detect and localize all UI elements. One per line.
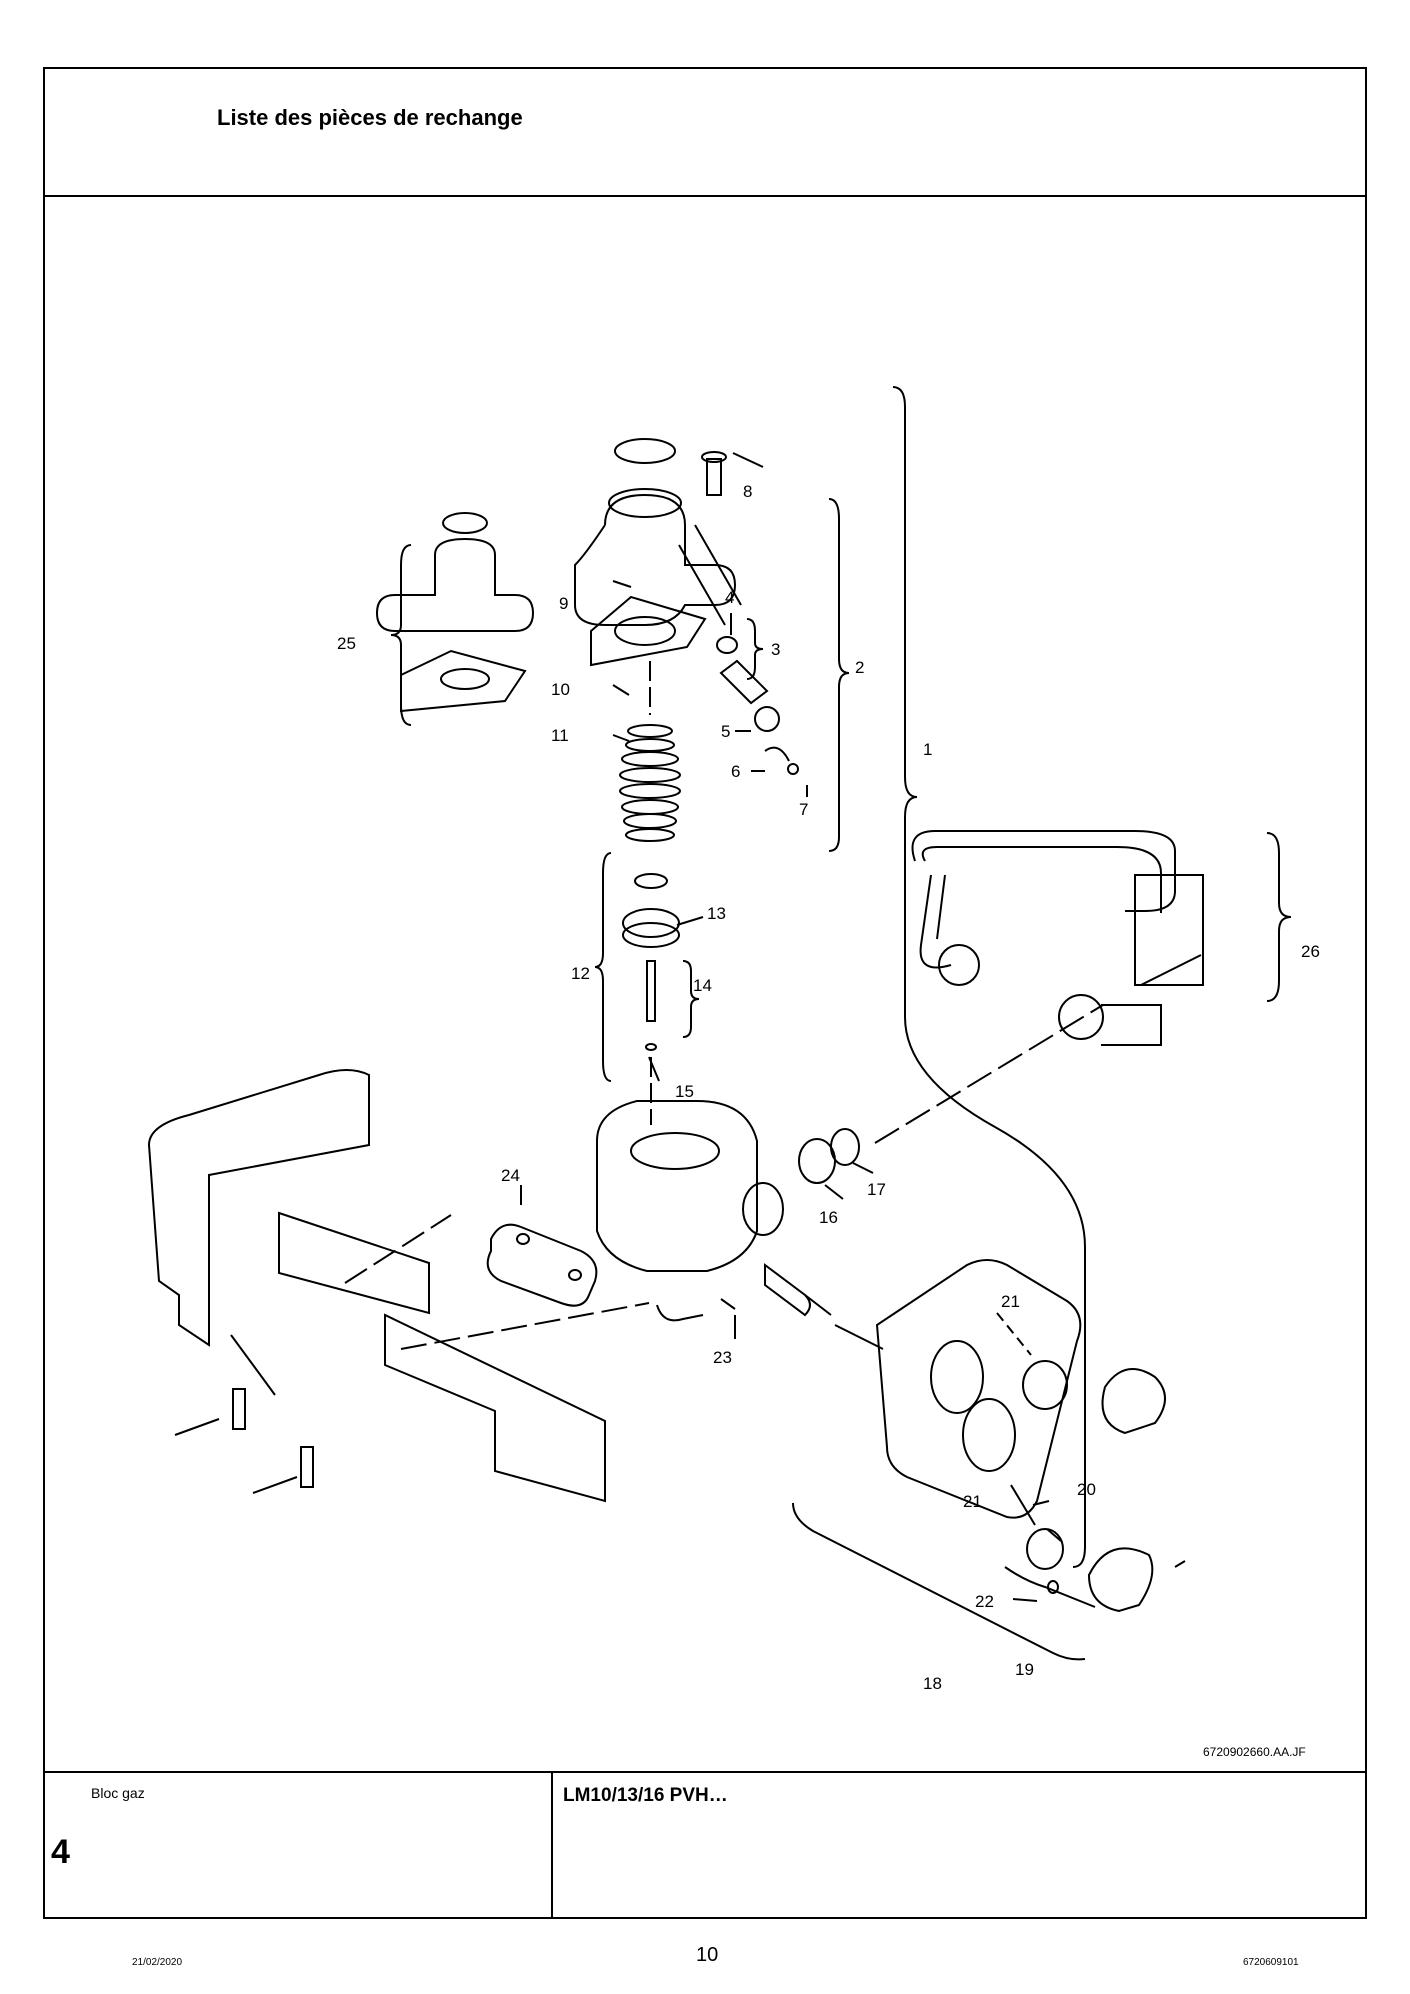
callout-4: 4 (725, 588, 734, 607)
drawing-reference: 6720902660.AA.JF (1203, 1745, 1306, 1759)
callout-9: 9 (559, 594, 568, 613)
callout-10: 10 (551, 680, 570, 699)
callout-24: 24 (501, 1166, 520, 1185)
print-date: 21/02/2020 (132, 1957, 183, 1968)
model-name: LM10/13/16 PVH… (563, 1785, 728, 1806)
page-frame: Liste des pièces de rechange (43, 67, 1367, 1919)
callout-18: 18 (923, 1674, 942, 1693)
callout-15: 15 (675, 1082, 694, 1101)
callout-12: 12 (571, 964, 590, 983)
callout-20: 20 (1077, 1480, 1096, 1499)
callout-labels: 1 2 3 4 5 6 7 8 9 10 11 12 13 14 15 16 1… (337, 482, 1320, 1693)
callout-6: 6 (731, 762, 740, 781)
section-number: 4 (51, 1833, 70, 1871)
callout-26: 26 (1301, 942, 1320, 961)
callout-21b: 21 (963, 1492, 982, 1511)
callout-21a: 21 (1001, 1292, 1020, 1311)
callout-2: 2 (855, 658, 864, 677)
callout-22: 22 (975, 1592, 994, 1611)
callout-25: 25 (337, 634, 356, 653)
callout-17: 17 (867, 1180, 886, 1199)
callout-7: 7 (799, 800, 808, 819)
callout-13: 13 (707, 904, 726, 923)
section-label: Bloc gaz (91, 1785, 145, 1801)
callout-16: 16 (819, 1208, 838, 1227)
document-number: 6720609101 (1243, 1957, 1299, 1968)
page-number: 10 (696, 1944, 719, 1966)
callout-14: 14 (693, 976, 712, 995)
footer-divider (45, 1771, 1365, 1773)
callout-8: 8 (743, 482, 752, 501)
header-divider (45, 195, 1365, 197)
footer-column-divider (551, 1771, 553, 1917)
page-title: Liste des pièces de rechange (217, 105, 523, 130)
callout-1: 1 (923, 740, 932, 759)
callout-19: 19 (1015, 1660, 1034, 1679)
exploded-view-drawing: 1 2 3 4 5 6 7 8 9 10 11 12 13 14 15 16 1… (147, 386, 1320, 1693)
callout-5: 5 (721, 722, 730, 741)
callout-23: 23 (713, 1348, 732, 1367)
callout-11: 11 (551, 726, 569, 745)
callout-3: 3 (771, 640, 780, 659)
